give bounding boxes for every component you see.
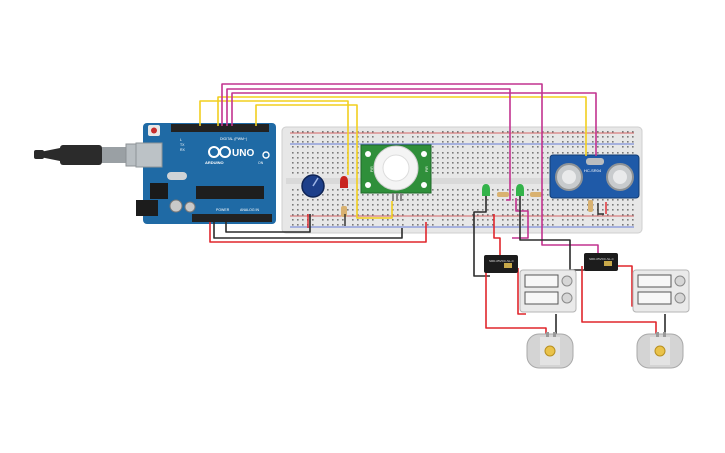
relay2-text: SRD-05VDC-SL-C: [589, 257, 615, 261]
relay1-text: SRD-05VDC-SL-C: [489, 259, 515, 263]
wire-magenta-3[interactable]: [231, 92, 597, 156]
pir-sensor[interactable]: PIR PIR: [360, 144, 432, 201]
wire-black-2[interactable]: [473, 196, 490, 277]
battery-pack-2[interactable]: [632, 269, 690, 313]
on-label: ON: [258, 161, 264, 165]
reset-button[interactable]: [151, 127, 157, 134]
ultrasonic-model: HC-SR04: [584, 168, 602, 173]
ultrasonic-sensor[interactable]: HC-SR04: [549, 154, 640, 199]
digital-label: DIGITAL (PWM~): [220, 137, 247, 141]
l-label: L: [180, 138, 182, 142]
wire-red-3[interactable]: [581, 266, 657, 338]
wire-black-1[interactable]: [213, 222, 403, 239]
rx-label: RX: [180, 148, 186, 152]
resistor[interactable]: [341, 206, 347, 217]
wire-yellow-1[interactable]: [199, 100, 349, 175]
arduino-board[interactable]: UNO ARDUINO DIGITAL (PWM~) POWER ANALOG …: [135, 123, 276, 224]
dc-motor-1[interactable]: [526, 332, 574, 369]
wire-magenta-2[interactable]: [226, 88, 511, 201]
arduino-brand: ARDUINO: [205, 160, 224, 165]
battery-pack-1[interactable]: [519, 269, 577, 313]
arduino-logo: [208, 146, 231, 158]
potentiometer[interactable]: [301, 174, 325, 198]
tx-label: TX: [180, 143, 185, 147]
relay-2[interactable]: SRD-05VDC-SL-C: [584, 253, 618, 271]
atmega-chip: [196, 186, 264, 199]
wire-black-3[interactable]: [519, 196, 586, 271]
arduino-model: UNO: [232, 148, 254, 159]
wire-red-1[interactable]: [209, 222, 427, 243]
relay-1[interactable]: SRD-05VDC-SL-C: [484, 255, 518, 273]
power-label: POWER: [216, 208, 230, 212]
resistor-4[interactable]: [588, 200, 593, 212]
red-led[interactable]: [340, 176, 348, 188]
green-led-2[interactable]: [516, 184, 524, 196]
dc-motor-2[interactable]: [636, 332, 684, 369]
resistor-2[interactable]: [497, 192, 509, 197]
wire-yellow-3[interactable]: [217, 96, 587, 156]
resistor-3[interactable]: [530, 192, 542, 197]
wire-magenta-1[interactable]: [221, 83, 599, 262]
green-led-1[interactable]: [482, 184, 490, 196]
pir-label-left: PIR: [370, 166, 374, 172]
wire-yellow-2[interactable]: [255, 104, 393, 219]
analog-label: ANALOG IN: [240, 208, 260, 212]
pir-label-right: PIR: [425, 166, 429, 172]
wires: [199, 83, 666, 338]
